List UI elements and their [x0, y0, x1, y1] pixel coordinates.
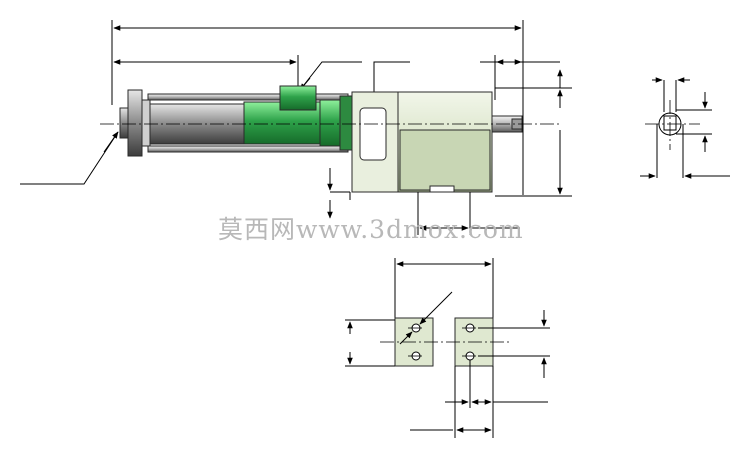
height-dimensions-right: [495, 69, 572, 197]
end-cap-leader: [20, 131, 119, 185]
shaft-section-view: [640, 77, 730, 179]
base-plate-view: [345, 258, 550, 438]
base-dimensions: [327, 168, 520, 235]
shaft-projection-dimension: [480, 55, 560, 100]
pump-front-view: [119, 85, 523, 193]
overall-length-dimension: [111, 20, 524, 195]
watermark-text: 莫西网www.3dmox.com: [218, 215, 524, 244]
stator-length-dimension: [113, 55, 299, 90]
